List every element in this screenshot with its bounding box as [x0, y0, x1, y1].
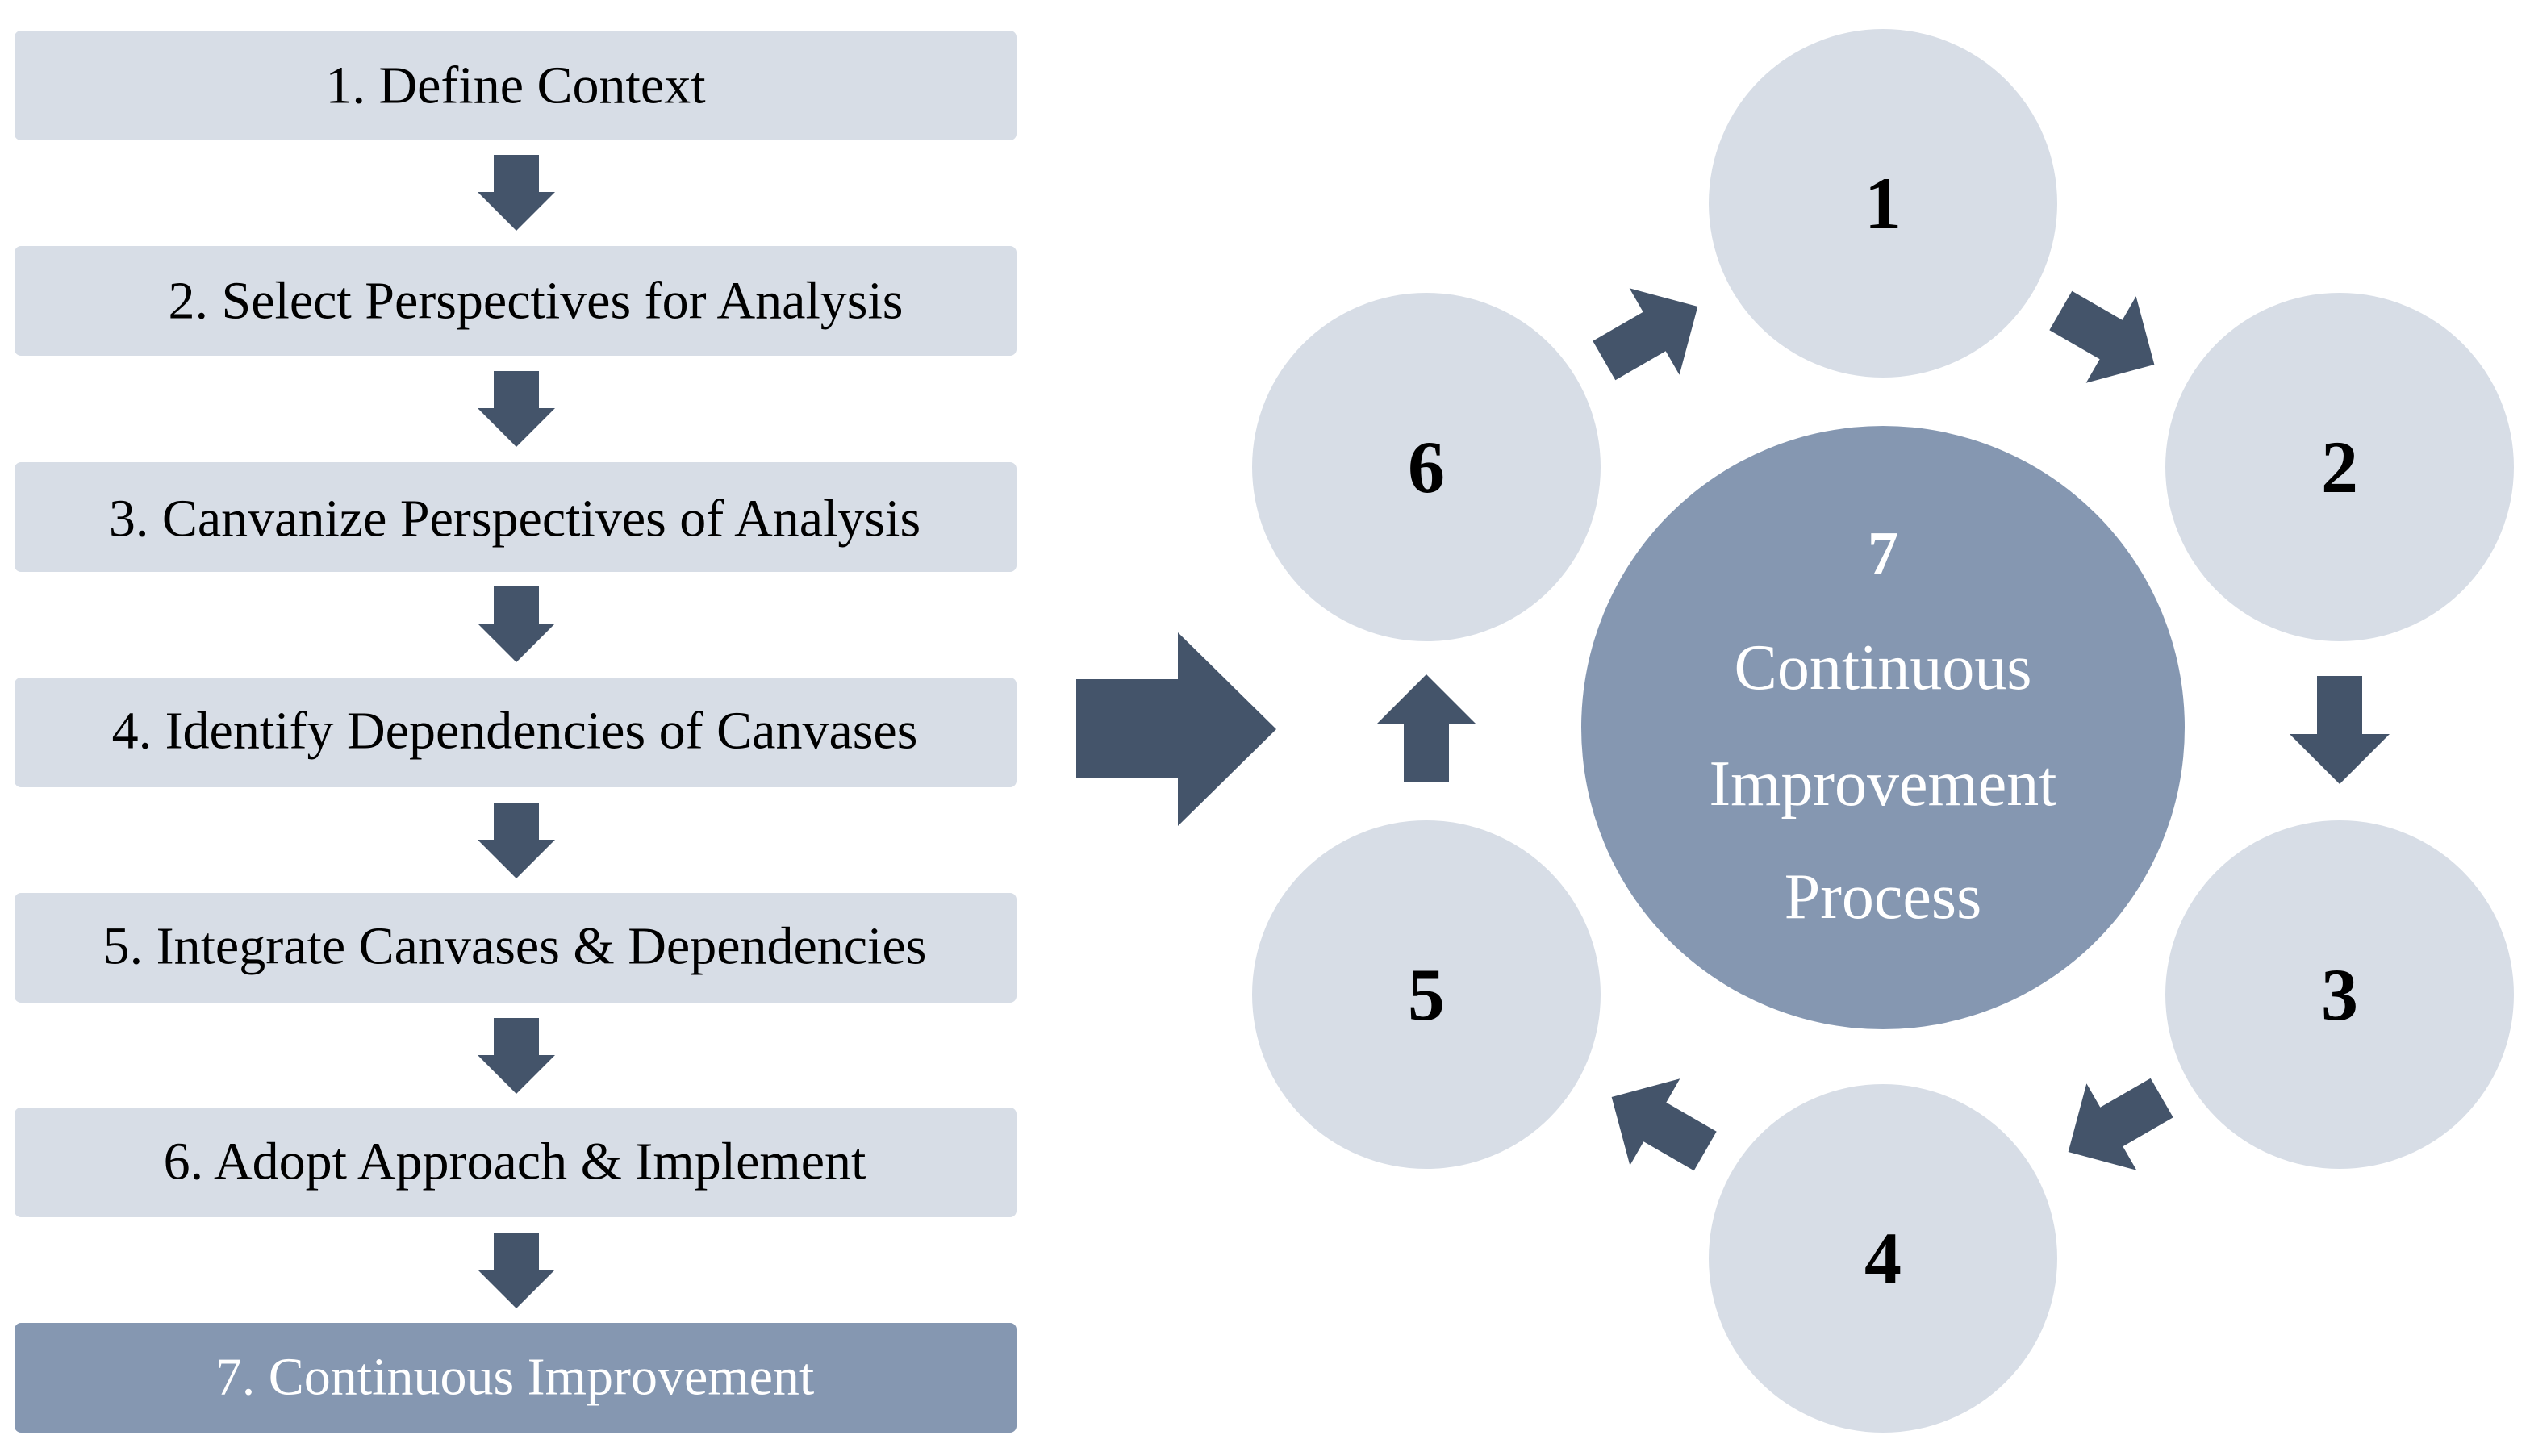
cycle-center-line-3: Process: [1785, 862, 1981, 932]
right-arrow-icon: [1076, 632, 1276, 826]
step-label-5: 5. Integrate Canvases & Dependencies: [103, 917, 927, 976]
step-arrows: [478, 155, 555, 1308]
step-box-1: [15, 31, 1017, 140]
cycle-center: [1581, 426, 2185, 1029]
cycle-arrow-icon: [2290, 676, 2390, 784]
cycle-center-line-1: Continuous: [1735, 632, 2032, 703]
step-box-7: [15, 1323, 1017, 1433]
down-arrow-icon: [478, 1018, 555, 1094]
cycle-node-label-3: 3: [2321, 953, 2358, 1036]
cycle-arrow-icon: [2068, 1078, 2173, 1170]
cycle-node-6: [1252, 293, 1601, 641]
cycle-arrow-icon: [1593, 288, 1698, 381]
step-label-1: 1. Define Context: [325, 56, 705, 115]
cycle-node-1: [1709, 29, 2057, 378]
cycle-diagram: 1 2 3 4 5 6 7 Continuous Improvement Pro…: [1252, 29, 2514, 1433]
cycle-node-label-4: 4: [1864, 1217, 1902, 1300]
cycle-center-line-2: Improvement: [1710, 749, 2057, 820]
step-list: 1. Define Context 2. Select Perspectives…: [15, 31, 1017, 1433]
step-label-2: 2. Select Perspectives for Analysis: [169, 272, 904, 331]
step-label-3: 3. Canvanize Perspectives of Analysis: [109, 490, 921, 549]
step-label-7: 7. Continuous Improvement: [215, 1348, 814, 1407]
down-arrow-icon: [478, 371, 555, 447]
cycle-node-5: [1252, 820, 1601, 1169]
cycle-arrow-icon: [1376, 674, 1476, 782]
cycle-node-label-2: 2: [2321, 426, 2358, 508]
step-box-4: [15, 678, 1017, 787]
cycle-node-3: [2165, 820, 2514, 1169]
step-box-6: [15, 1108, 1017, 1217]
down-arrow-icon: [478, 155, 555, 231]
down-arrow-icon: [478, 803, 555, 878]
step-label-4: 4. Identify Dependencies of Canvases: [112, 702, 918, 761]
step-label-6: 6. Adopt Approach & Implement: [164, 1133, 866, 1191]
down-arrow-icon: [478, 1233, 555, 1308]
cycle-arrow-icon: [1611, 1078, 1717, 1171]
step-box-2: [15, 246, 1017, 356]
cycle-node-label-1: 1: [1864, 162, 1902, 244]
cycle-arrow-icon: [2049, 290, 2155, 383]
step-box-5: [15, 893, 1017, 1003]
cycle-node-2: [2165, 293, 2514, 641]
cycle-node-label-6: 6: [1408, 426, 1445, 508]
down-arrow-icon: [478, 586, 555, 662]
cycle-center-number: 7: [1868, 519, 1898, 587]
step-box-3: [15, 462, 1017, 572]
cycle-node-label-5: 5: [1408, 953, 1445, 1036]
cycle-node-4: [1709, 1084, 2057, 1433]
